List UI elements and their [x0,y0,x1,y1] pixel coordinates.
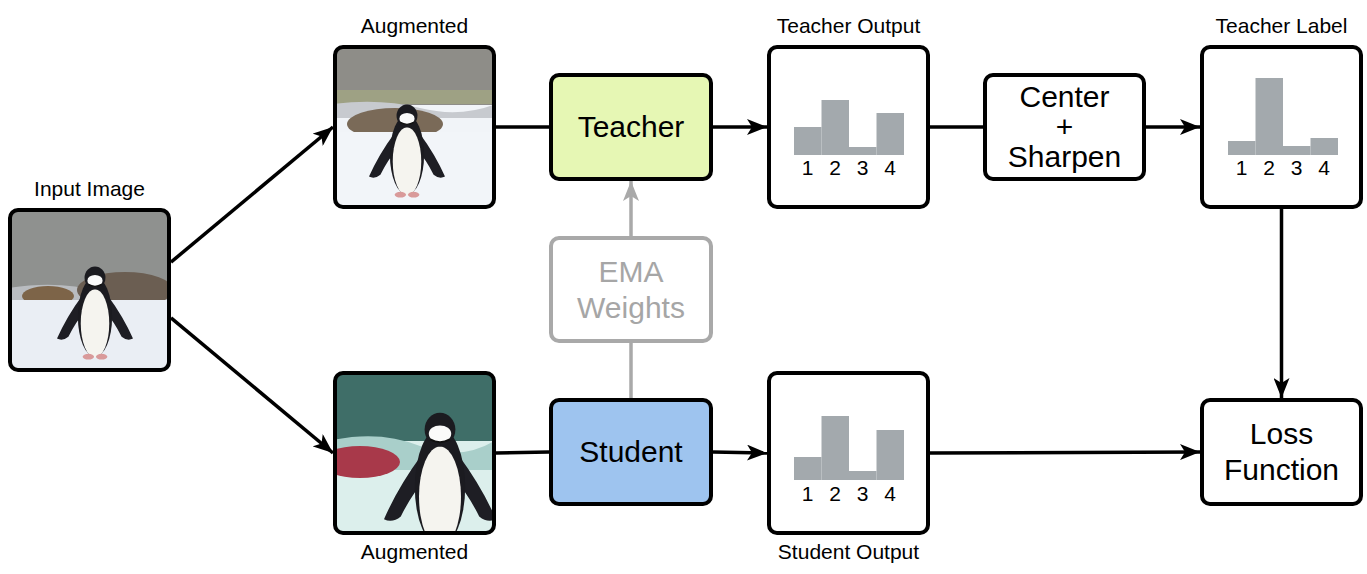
connector [629,343,633,398]
bar [822,100,850,155]
connector [629,181,633,236]
label-box: Teacher Label1234 [1200,45,1363,209]
node-label: Loss Function [1224,416,1339,488]
axis-number: 3 [1291,157,1303,178]
axis-number: 2 [829,483,841,504]
node-body: Student [553,402,709,502]
axis-number: 3 [857,157,869,178]
background-rocks [335,373,494,441]
bar [849,471,877,480]
process-box: Center + Sharpen [983,73,1146,181]
bar [794,457,822,480]
image-frame: Input Image [8,208,171,372]
node-label: Teacher [578,109,685,145]
snow-ground [335,47,494,207]
bar [1283,146,1311,155]
connector [930,125,983,129]
connector [171,127,333,262]
connector [496,125,549,129]
bar [877,113,905,155]
axis-number: 1 [802,483,814,504]
axis-number: 1 [1236,157,1248,178]
penguin [369,104,445,197]
connector [496,452,549,453]
output-box: Teacher Output1234 [767,45,930,209]
node-body: Center + Sharpen [987,77,1142,177]
model-box: Student [549,398,713,506]
axis-number: 4 [884,157,896,178]
bar [794,127,822,155]
connector [713,452,767,453]
penguin-photo [10,210,169,370]
penguin [384,413,494,533]
axis-number: 2 [829,157,841,178]
penguin [57,266,133,359]
bar [877,430,905,480]
image-frame: Augmented [333,45,496,209]
rock [335,446,400,478]
loss-box: Loss Function [1200,398,1363,506]
bar-chart [1228,78,1338,155]
node-label: EMA Weights [577,254,685,326]
node-heading: Augmented [361,14,468,37]
penguin-photo [335,373,494,533]
image-frame: Augmented [333,371,496,535]
connector [171,318,333,453]
background-rocks [335,47,494,105]
output-box: Student Output1234 [767,371,930,535]
axis-number: 3 [857,483,869,504]
ema-box: EMA Weights [549,236,713,343]
bar [822,416,850,480]
bar-chart [794,416,904,480]
node-heading: Input Image [34,177,145,200]
node-label: Center + Sharpen [1008,82,1121,172]
penguin-photo [335,47,494,207]
bar [1256,78,1284,155]
model-box: Teacher [549,73,713,181]
axis-number: 1 [802,157,814,178]
connector [1280,209,1284,398]
node-heading: Teacher Label [1216,14,1348,37]
node-heading: Augmented [361,540,468,563]
bar-chart [794,100,904,155]
bar [1228,141,1256,155]
axis-number: 4 [884,483,896,504]
connector [713,125,767,129]
axis-number: 4 [1318,157,1330,178]
connector [1146,125,1200,129]
node-body: EMA Weights [553,240,709,339]
node-body: Teacher [553,77,709,177]
bar [1311,138,1339,155]
node-label: Student [579,434,682,470]
node-heading: Teacher Output [777,14,921,37]
bar [849,147,877,155]
node-heading: Student Output [778,540,919,563]
connector [930,452,1200,453]
node-body: Loss Function [1204,402,1359,502]
axis-number: 2 [1263,157,1275,178]
